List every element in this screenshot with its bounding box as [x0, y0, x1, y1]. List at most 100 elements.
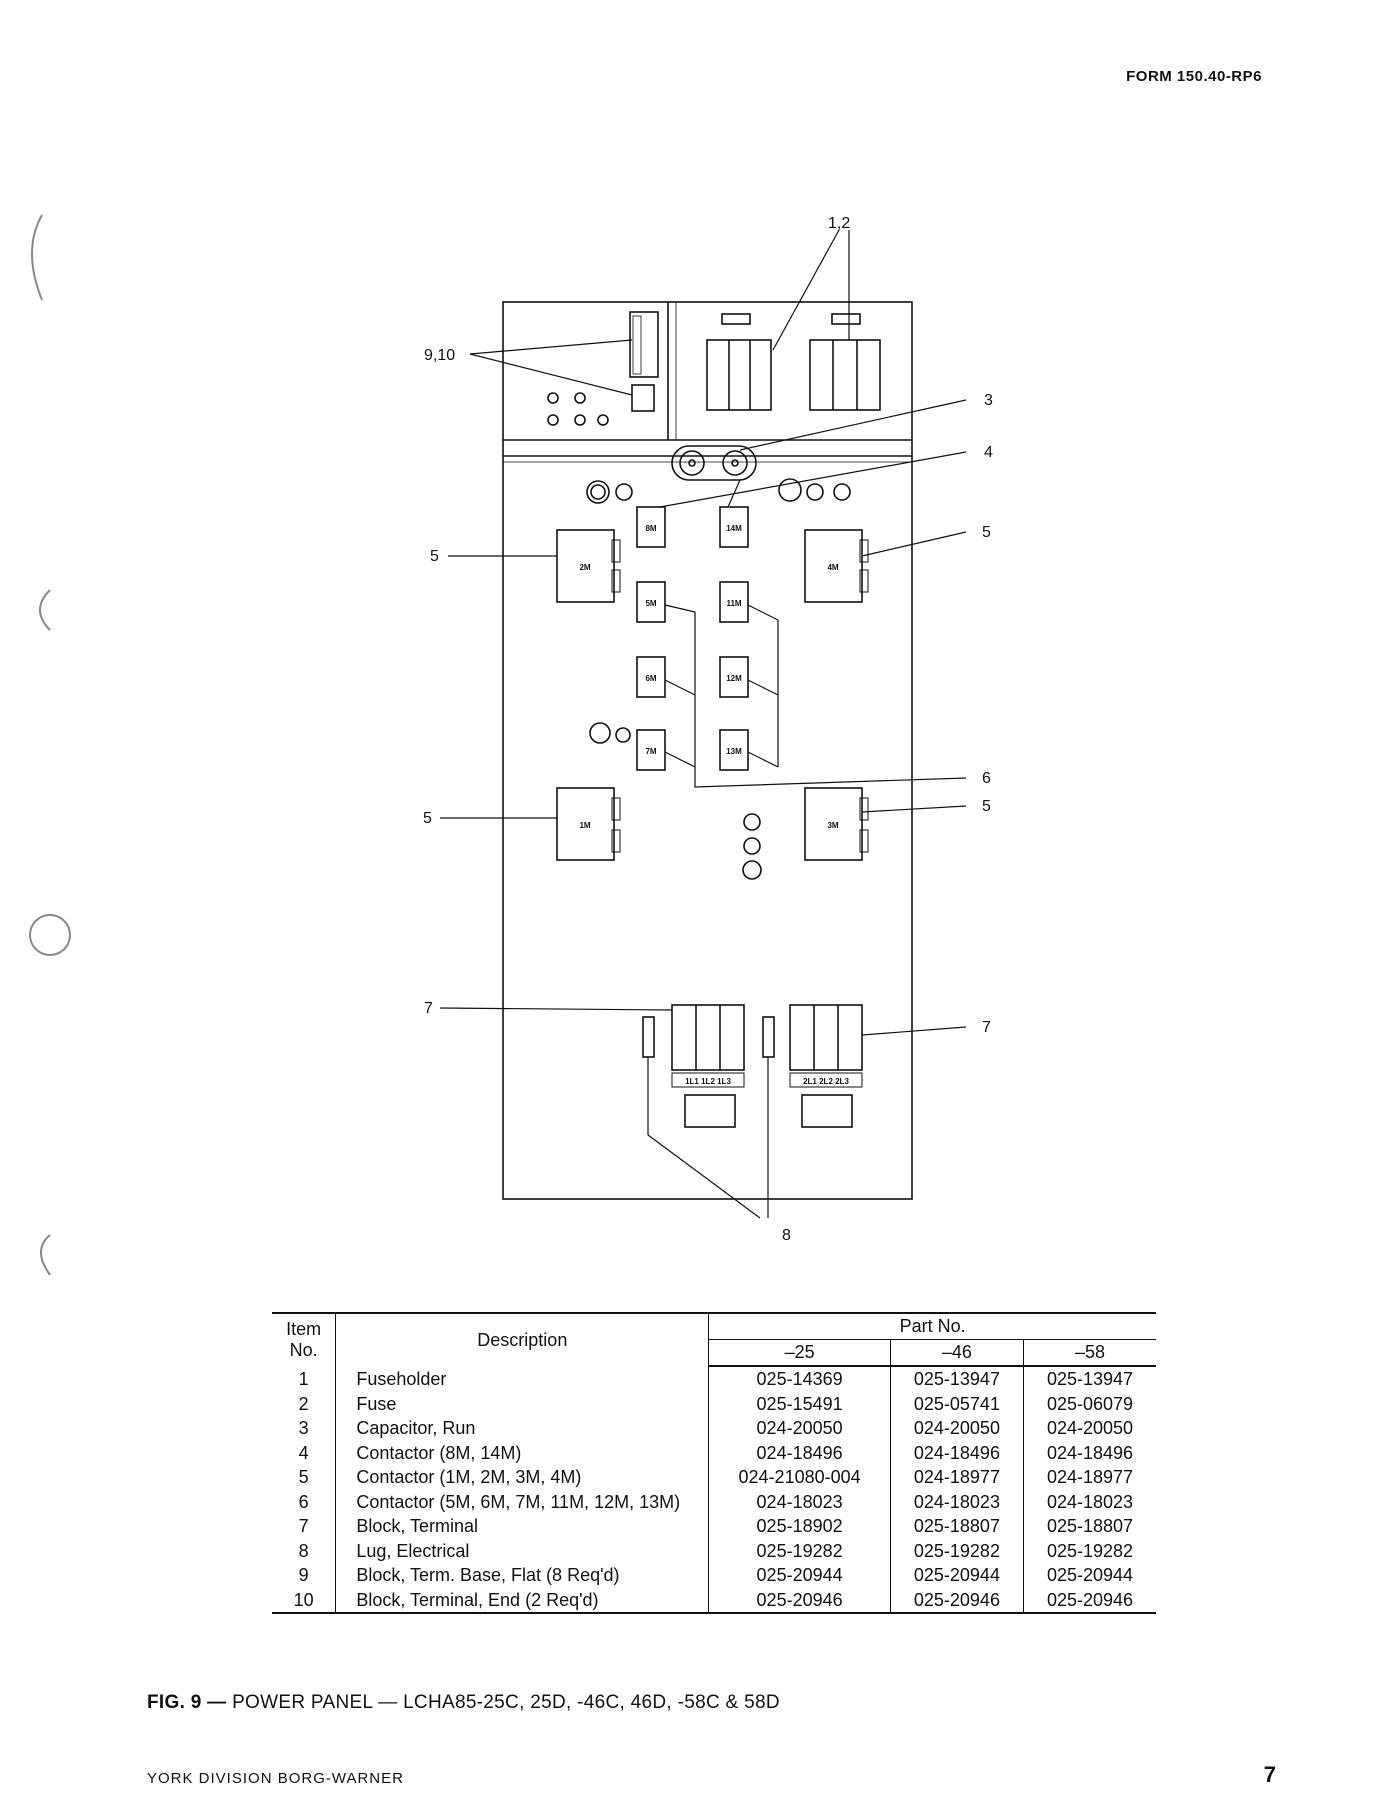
binder-hole-1	[31, 214, 43, 301]
part-no-46: 025-18807	[890, 1514, 1025, 1539]
contactor-14m	[719, 506, 749, 548]
power-panel-diagram: 1,2 9,10 3 4 5 5 5 5 6 7 7 8 8M 14M 2M 4…	[29, 214, 993, 1276]
part-no-58: 024-18496	[1046, 1442, 1134, 1463]
part-no-25: 025-20946	[708, 1587, 891, 1614]
part-no-58: 025-19282	[1046, 1540, 1134, 1561]
item-description: Fuseholder	[335, 1366, 710, 1392]
header-model-46: –46	[890, 1339, 1025, 1367]
item-description: Contactor (8M, 14M)	[335, 1440, 710, 1465]
contactor-11m	[719, 581, 749, 623]
terminal-block-1	[671, 1004, 745, 1071]
label-terminal-1: 1L1 1L2 1L3	[685, 1077, 731, 1086]
item-description: Fuse	[335, 1391, 710, 1416]
item-number: 2	[272, 1391, 337, 1416]
callout-3: 3	[984, 392, 993, 409]
part-no-46: 025-19282	[890, 1538, 1025, 1563]
label-4m: 4M	[827, 563, 838, 572]
part-no-46: 024-18977	[890, 1465, 1025, 1490]
part-no-58: 024-18023	[1046, 1491, 1134, 1512]
label-6m: 6M	[645, 674, 656, 683]
part-no-25: 025-20944	[708, 1563, 891, 1588]
callout-7-right: 7	[982, 1019, 991, 1036]
contactor-7m	[636, 729, 666, 771]
binder-hole-4	[40, 1234, 51, 1276]
label-2m: 2M	[579, 563, 590, 572]
terminal-base-block	[629, 311, 659, 378]
callout-5-lower-right: 5	[982, 798, 991, 815]
item-number: 4	[272, 1440, 337, 1465]
figure-title: POWER PANEL — LCHA85-25C, 25D, -46C, 46D…	[232, 1692, 780, 1713]
lug-2	[762, 1016, 775, 1058]
page-number: 7	[1263, 1762, 1276, 1787]
part-no-25: 025-18902	[708, 1514, 891, 1539]
part-no-58: 025-18807	[1046, 1516, 1134, 1536]
part-no-46: 025-05741	[890, 1391, 1025, 1416]
binder-hole-2	[39, 589, 51, 631]
label-7m: 7M	[645, 747, 656, 756]
part-no-46: 024-18496	[890, 1440, 1025, 1465]
panel-outline	[502, 301, 913, 1200]
part-no-58: 025-13947	[1046, 1369, 1134, 1389]
callout-4: 4	[984, 444, 993, 461]
label-12m: 12M	[726, 674, 742, 683]
item-number: 6	[272, 1489, 337, 1514]
terminal-block-2	[789, 1004, 863, 1071]
callout-5-upper-right: 5	[982, 524, 991, 541]
label-8m: 8M	[645, 524, 656, 533]
label-14m: 14M	[726, 524, 742, 533]
part-no-58: 025-06079	[1046, 1393, 1134, 1414]
part-no-25: 025-19282	[708, 1538, 891, 1563]
item-description: Block, Terminal	[335, 1514, 710, 1539]
contactor-5m	[636, 581, 666, 623]
part-no-58: 025-20944	[1046, 1565, 1134, 1585]
callout-7-left: 7	[424, 1000, 433, 1017]
contactor-8m	[636, 506, 666, 548]
header-model-25: –25	[708, 1339, 891, 1367]
item-number: 9	[272, 1563, 337, 1588]
contactor-12m	[719, 656, 749, 698]
part-no-25: 024-18023	[708, 1489, 891, 1514]
label-1m: 1M	[579, 821, 590, 830]
fuseholder-group-1	[706, 339, 772, 411]
contactor-13m	[719, 729, 749, 771]
item-number: 8	[272, 1538, 337, 1563]
header-model-58: –58	[1023, 1339, 1156, 1367]
contactor-1m	[556, 787, 615, 861]
label-terminal-2: 2L1 2L2 2L3	[803, 1077, 849, 1086]
part-no-46: 025-20944	[890, 1563, 1025, 1588]
item-description: Block, Term. Base, Flat (8 Req'd)	[335, 1563, 710, 1588]
lug-1	[642, 1016, 655, 1058]
part-no-46: 024-20050	[890, 1416, 1025, 1441]
callout-6: 6	[982, 770, 991, 787]
figure-number: FIG. 9 —	[147, 1692, 227, 1713]
form-number: FORM 150.40-RP6	[1126, 68, 1262, 85]
label-3m: 3M	[827, 821, 838, 830]
part-no-25: 025-14369	[708, 1366, 891, 1392]
label-11m: 11M	[726, 599, 741, 608]
contactor-4m	[804, 529, 863, 603]
contactor-3m	[804, 787, 863, 861]
part-no-25: 025-15491	[708, 1391, 891, 1416]
run-capacitor	[671, 445, 757, 481]
label-13m: 13M	[726, 747, 742, 756]
item-number: 10	[272, 1587, 337, 1614]
terminal-end-block	[631, 384, 655, 412]
header-description: Description	[335, 1312, 710, 1366]
figure-caption: FIG. 9 — POWER PANEL — LCHA85-25C, 25D, …	[147, 1692, 780, 1714]
item-number: 5	[272, 1465, 337, 1490]
contactor-6m	[636, 656, 666, 698]
part-no-58: 024-18977	[1046, 1467, 1134, 1487]
item-description: Contactor (5M, 6M, 7M, 11M, 12M, 13M)	[335, 1489, 710, 1514]
header-part-no: Part No.	[708, 1312, 1156, 1340]
